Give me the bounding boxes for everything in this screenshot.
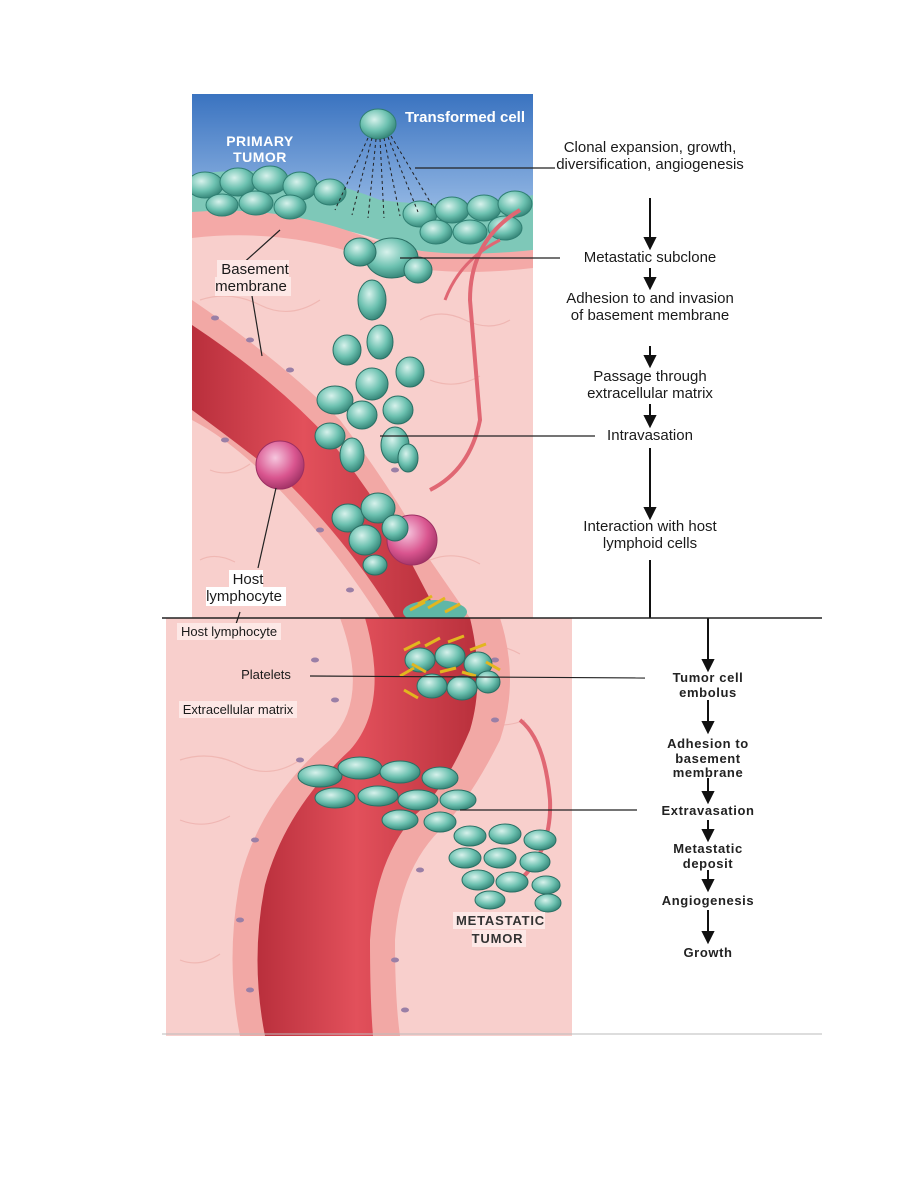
step-tumor-embolus: Tumor cell embolus bbox=[672, 670, 744, 700]
label-primary-tumor: PRIMARY TUMOR bbox=[226, 133, 294, 165]
label-metastatic-tumor: METASTATIC TUMOR bbox=[428, 912, 570, 948]
step-extravasation: Extravasation bbox=[661, 803, 755, 818]
step-angiogenesis: Angiogenesis bbox=[661, 893, 755, 908]
label-basement-membrane: Basement membrane bbox=[204, 260, 302, 296]
label-extracellular-matrix: Extracellular matrix bbox=[172, 701, 304, 718]
label-host-lymphocyte-lower: Host lymphocyte bbox=[170, 623, 288, 640]
label-host-lymphocyte-upper-text: Host lymphocyte bbox=[206, 570, 286, 606]
label-transformed-cell: Transformed cell bbox=[404, 109, 526, 126]
label-host-lymphocyte-lower-text: Host lymphocyte bbox=[176, 623, 282, 640]
label-basement-membrane-text: Basement membrane bbox=[215, 260, 291, 296]
step-clonal-expansion: Clonal expansion, growth, diversificatio… bbox=[556, 139, 744, 173]
step-metastatic-deposit: Metastatic deposit bbox=[673, 841, 743, 871]
label-host-lymphocyte-upper: Host lymphocyte bbox=[198, 570, 294, 606]
connector-lines bbox=[234, 167, 646, 811]
step-interaction-lymphoid: Interaction with host lymphoid cells bbox=[583, 518, 717, 552]
label-platelets: Platelets bbox=[241, 667, 291, 682]
step-adhesion-invasion: Adhesion to and invasion of basement mem… bbox=[566, 290, 734, 324]
step-intravasation: Intravasation bbox=[607, 427, 693, 444]
step-adhesion-basement: Adhesion to basement membrane bbox=[667, 736, 749, 781]
step-growth: Growth bbox=[683, 945, 733, 960]
upper-panel bbox=[192, 94, 533, 618]
flow-arrows bbox=[643, 198, 715, 945]
lower-panel bbox=[166, 618, 572, 1036]
label-extracellular-matrix-text: Extracellular matrix bbox=[178, 701, 298, 718]
step-passage-ecm: Passage through extracellular matrix bbox=[587, 368, 713, 402]
label-metastatic-tumor-text: METASTATIC TUMOR bbox=[453, 912, 545, 947]
step-metastatic-subclone: Metastatic subclone bbox=[583, 249, 717, 266]
